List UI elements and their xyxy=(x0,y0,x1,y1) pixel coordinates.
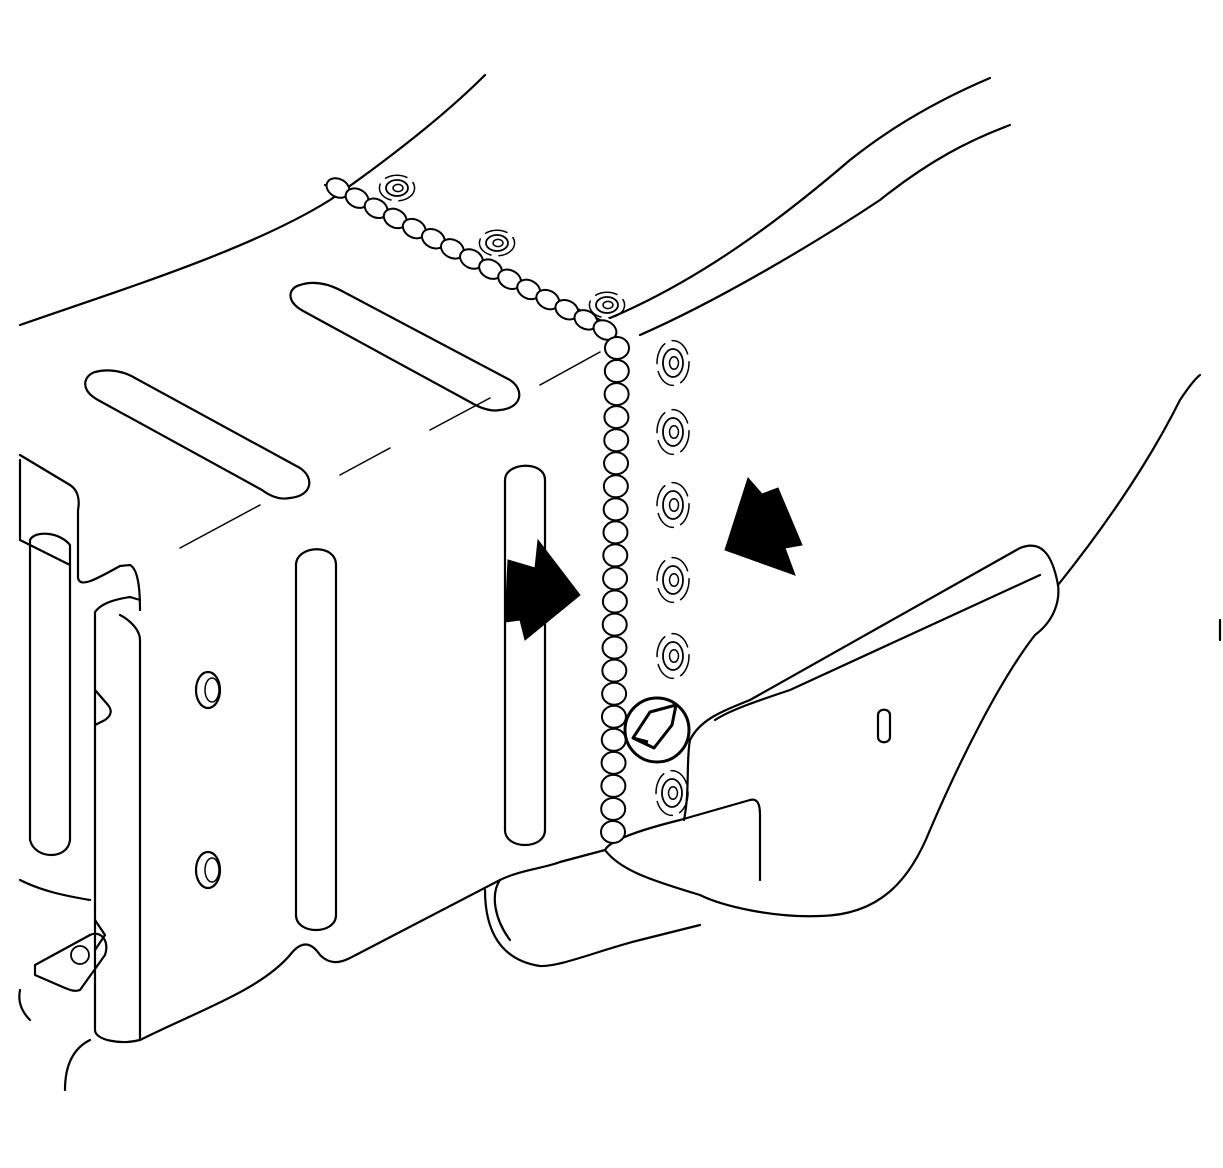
vertical-weld-bead xyxy=(602,543,629,568)
vertical-weld-bead xyxy=(601,612,628,637)
top-spot-weld xyxy=(588,291,626,319)
lower-left-outline xyxy=(18,988,92,1092)
vertical-weld-bead xyxy=(601,589,628,614)
vertical-weld-bead xyxy=(600,773,627,798)
bottom-tab xyxy=(33,932,108,992)
side-slot-left xyxy=(28,532,72,856)
vertical-weld-bead xyxy=(603,359,630,384)
vertical-weld-bead xyxy=(603,405,630,430)
side-spot-weld xyxy=(656,632,690,680)
front-frame-top-edge xyxy=(18,73,487,327)
rear-frame-side-curve xyxy=(1056,373,1202,587)
front-frame-lower-contour xyxy=(483,888,702,968)
rear-frame-bottom-edge xyxy=(638,123,1012,337)
side-hole-lower-inner xyxy=(204,857,220,883)
top-slot-upper xyxy=(289,281,521,412)
vertical-weld-bead xyxy=(603,428,630,453)
vertical-weld-bead xyxy=(602,474,629,499)
side-hole-upper xyxy=(194,670,222,710)
side-spot-weld xyxy=(656,481,690,529)
vertical-weld-bead xyxy=(603,382,630,407)
front-frame-face-line-4 xyxy=(429,397,491,431)
rear-frame-section xyxy=(603,76,1222,918)
vertical-weld-bead xyxy=(600,750,627,775)
side-slot-right xyxy=(503,464,547,846)
front-frame-face-line-1 xyxy=(539,351,601,386)
left-flange-inner xyxy=(18,458,72,567)
front-frame-section xyxy=(18,73,702,1092)
rear-bracket-inner-edge xyxy=(713,573,1042,722)
arrow-pointing-right-icon xyxy=(504,538,581,641)
rear-frame-top-edge xyxy=(608,76,992,320)
left-flange-rail xyxy=(93,595,142,614)
vertical-weld-bead xyxy=(602,497,629,522)
top-spot-weld xyxy=(478,229,516,257)
rear-bracket-outline xyxy=(688,544,1060,918)
top-slot-lower xyxy=(84,369,311,500)
front-direction-symbol-icon xyxy=(623,696,691,764)
bottom-tab-hole xyxy=(70,945,90,965)
rear-bracket-attach-flange xyxy=(682,738,692,822)
left-flange-outer xyxy=(18,453,142,612)
front-frame-face-line-2 xyxy=(339,447,391,476)
arrow-pointing-left-icon xyxy=(724,477,803,576)
vertical-weld-bead xyxy=(601,658,628,683)
vertical-weld-bead xyxy=(600,820,626,844)
top-weld-bead xyxy=(592,319,618,341)
front-frame-bottom-edge xyxy=(18,848,607,1042)
side-spot-weld xyxy=(655,769,689,817)
vertical-weld-bead xyxy=(604,336,630,360)
vertical-weld-bead xyxy=(601,681,628,706)
side-hole-lower xyxy=(194,850,222,890)
front-frame-face-line-3 xyxy=(179,504,261,549)
vertical-weld-seam xyxy=(600,336,630,844)
side-face-holes xyxy=(194,670,222,890)
vertical-weld-bead xyxy=(603,451,630,476)
side-slot-middle xyxy=(294,548,338,931)
left-flange-vertical xyxy=(93,610,142,1044)
vertical-weld-bead xyxy=(602,566,629,591)
left-flange-notch xyxy=(93,688,112,952)
side-spot-welds xyxy=(655,339,690,817)
vertical-weld-bead xyxy=(601,635,628,660)
top-weld-seam xyxy=(325,177,618,341)
top-spot-welds xyxy=(378,174,626,319)
side-spot-weld xyxy=(656,339,690,387)
side-spot-weld xyxy=(656,556,690,604)
rear-bracket-lower-plate xyxy=(603,798,762,897)
vertical-weld-bead xyxy=(600,727,627,752)
vertical-weld-bead xyxy=(602,520,629,545)
vertical-weld-bead xyxy=(600,704,627,729)
vertical-weld-bead xyxy=(600,796,627,821)
front-frame-lower-tube xyxy=(493,878,512,942)
top-spot-weld xyxy=(378,174,416,202)
side-hole-upper-inner xyxy=(204,677,220,703)
side-spot-weld xyxy=(656,408,690,456)
rear-bracket-slot xyxy=(876,708,892,744)
